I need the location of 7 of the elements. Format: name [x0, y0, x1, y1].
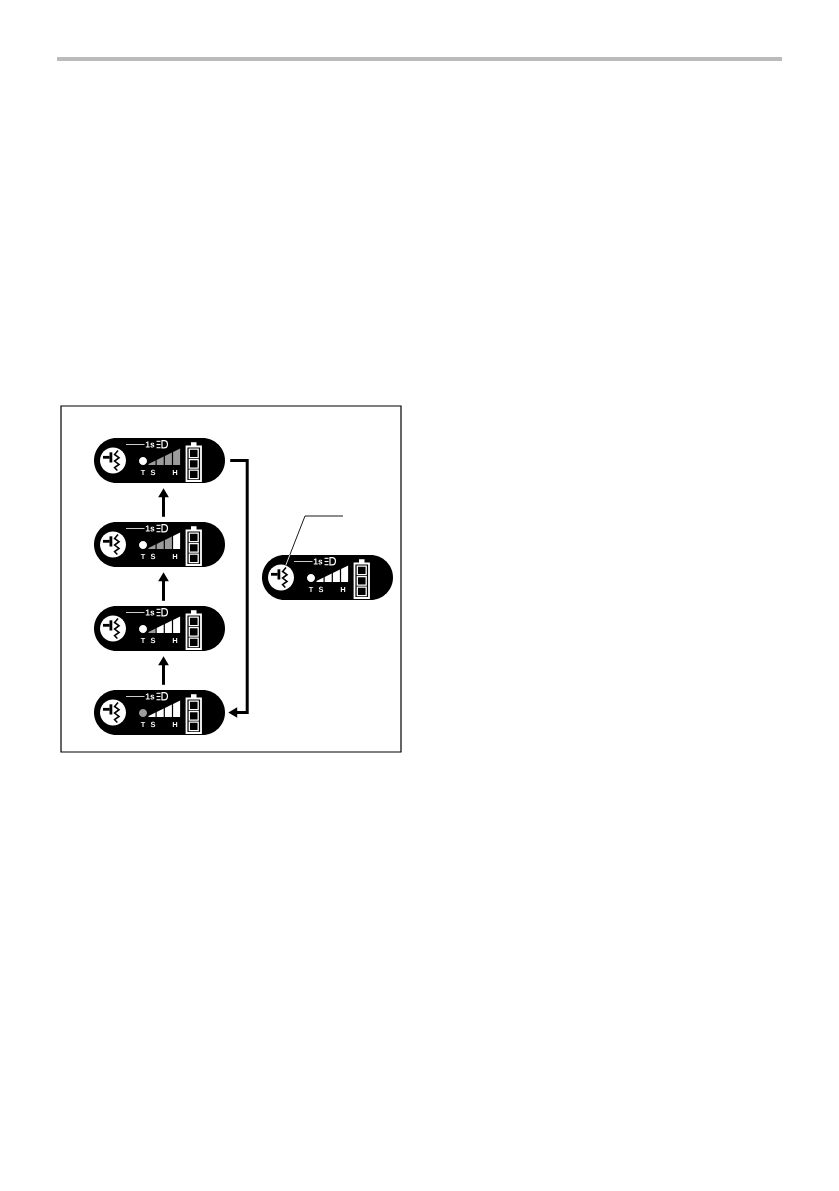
timer-label: 1s: [313, 558, 323, 565]
timer-label: 1s: [145, 693, 155, 700]
timer-label: 1s: [145, 609, 155, 616]
timer-label: 1s: [145, 441, 155, 448]
timer-label: 1s: [145, 525, 155, 532]
mode-icon: [268, 564, 294, 591]
leader-line: [285, 515, 344, 566]
